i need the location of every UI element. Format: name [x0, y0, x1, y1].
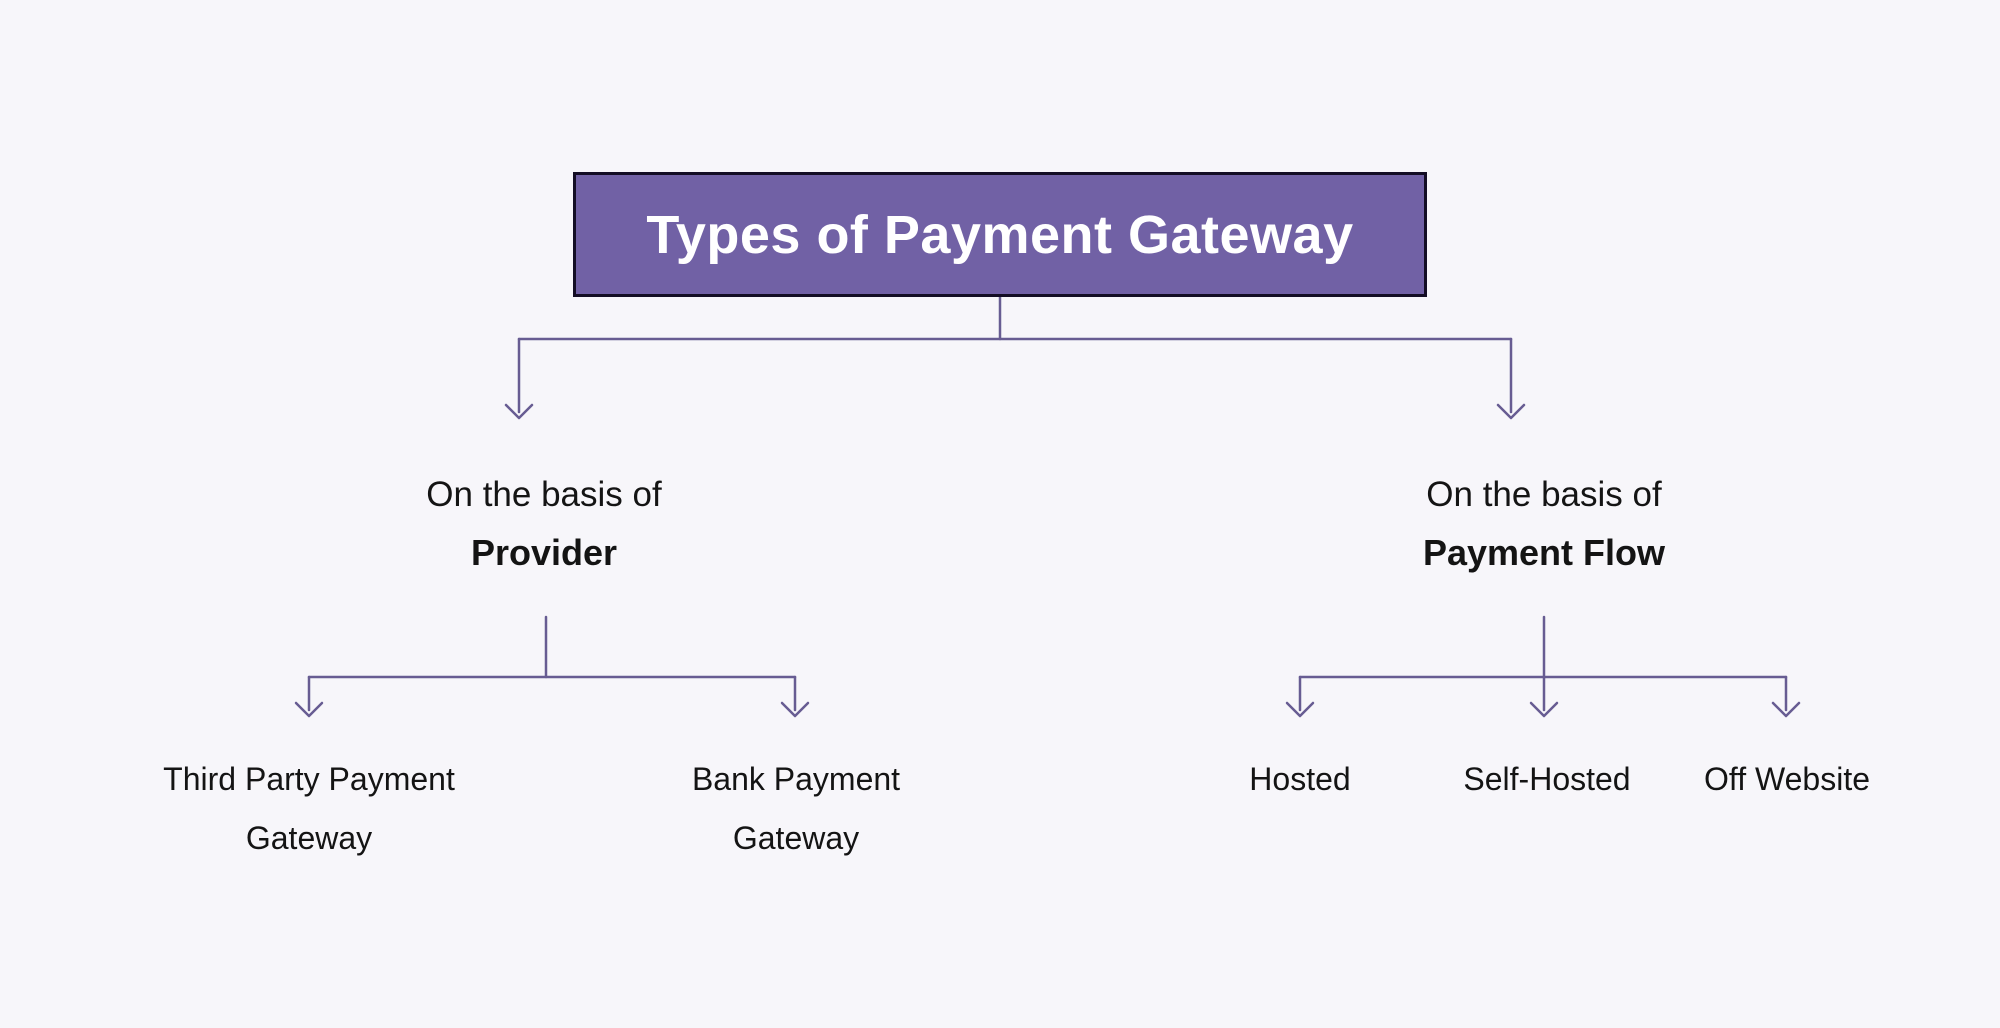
- arrow-down-icon: [780, 701, 810, 718]
- leaf-node-hosted: Hosted: [1070, 750, 1530, 809]
- branch-node-payment-flow: On the basis of Payment Flow: [1284, 466, 1804, 582]
- arrow-down-icon: [1529, 701, 1559, 718]
- root-connector: [504, 295, 1526, 420]
- branch-node-provider: On the basis of Provider: [284, 466, 804, 582]
- leaf-node-bank-payment-gateway: Bank Payment Gateway: [566, 750, 1026, 868]
- diagram-title: Types of Payment Gateway: [646, 204, 1354, 265]
- branch-label-line1: On the basis of: [426, 475, 662, 514]
- leaf-label-line1: Bank Payment: [691, 761, 901, 797]
- leaf-label-line1: Hosted: [1249, 761, 1351, 797]
- arrow-down-icon: [1771, 701, 1801, 718]
- leaf-label-line1: Off Website: [1704, 761, 1870, 797]
- root-node-types-of-payment-gateway: Types of Payment Gateway: [573, 172, 1427, 297]
- branch-label-line2: Payment Flow: [1422, 532, 1666, 573]
- leaf-label-line1: Third Party Payment: [163, 761, 455, 797]
- leaf-label-line1: Self-Hosted: [1463, 761, 1631, 797]
- leaf-node-third-party-payment-gateway: Third Party Payment Gateway: [79, 750, 539, 868]
- leaf-node-off-website: Off Website: [1557, 750, 2000, 809]
- leaf-label-line2: Gateway: [245, 820, 373, 856]
- arrow-down-icon: [1496, 403, 1526, 420]
- provider-connector: [294, 615, 810, 718]
- branch-label-line1: On the basis of: [1426, 475, 1662, 514]
- branch-label-line2: Provider: [470, 532, 618, 573]
- leaf-node-self-hosted: Self-Hosted: [1317, 750, 1777, 809]
- leaf-label-line2: Gateway: [732, 820, 860, 856]
- arrow-down-icon: [1285, 701, 1315, 718]
- arrow-down-icon: [504, 403, 534, 420]
- payment-flow-connector: [1285, 615, 1801, 718]
- arrow-down-icon: [294, 701, 324, 718]
